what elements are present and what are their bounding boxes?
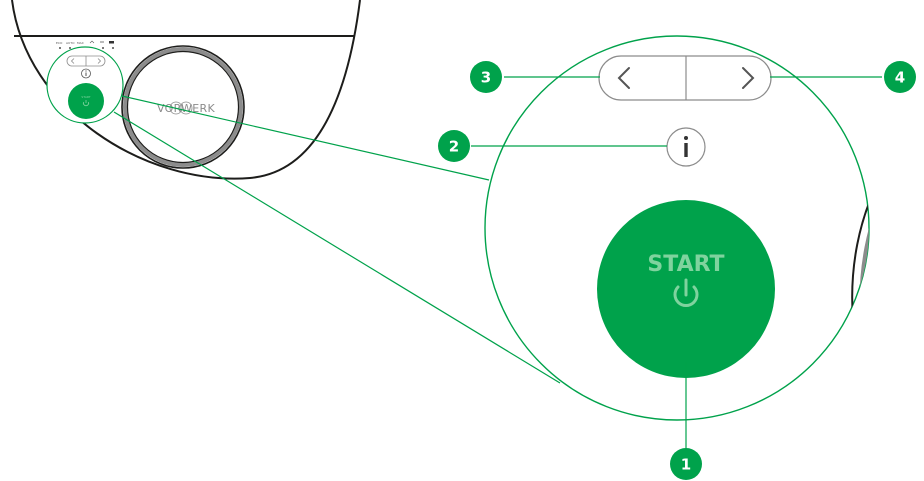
left-arrow-button[interactable] xyxy=(600,57,685,99)
callout-badge-3: 3 xyxy=(470,61,502,93)
indicator-max: MAX xyxy=(77,41,84,45)
arrow-buttons xyxy=(598,55,772,101)
power-icon xyxy=(673,278,699,307)
info-button[interactable] xyxy=(666,127,706,167)
vorwerk-logo: VORWERK xyxy=(157,101,215,115)
right-arrow-button[interactable] xyxy=(687,57,770,99)
indicator-auto: AUTO xyxy=(66,41,75,45)
chevron-left-icon xyxy=(617,67,630,89)
small-start-label: START xyxy=(81,95,90,99)
start-button[interactable]: START xyxy=(597,200,775,378)
callout-badge-2: 2 xyxy=(438,130,470,162)
svg-text:1: 1 xyxy=(681,456,691,474)
info-icon xyxy=(684,136,688,157)
chevron-right-icon xyxy=(742,67,755,89)
indicator-labels: ECO AUTO MAX xyxy=(56,40,114,49)
zoom-connector-line-lower xyxy=(113,111,561,384)
small-info-icon xyxy=(81,68,91,79)
svg-text:3: 3 xyxy=(481,69,491,87)
callout-badge-4: 4 xyxy=(884,61,916,93)
callout-badge-1: 1 xyxy=(670,448,702,480)
brand-name: VORWERK xyxy=(157,102,215,115)
dial-ring xyxy=(121,45,245,169)
svg-text:4: 4 xyxy=(895,69,905,87)
zoom-connector-line xyxy=(121,95,490,181)
indicator-eco: ECO xyxy=(56,41,63,45)
robot-top-view: ECO AUTO MAX START xyxy=(11,0,361,180)
zoom-view: START xyxy=(484,35,870,421)
start-label: START xyxy=(647,252,724,277)
svg-text:2: 2 xyxy=(449,138,459,156)
